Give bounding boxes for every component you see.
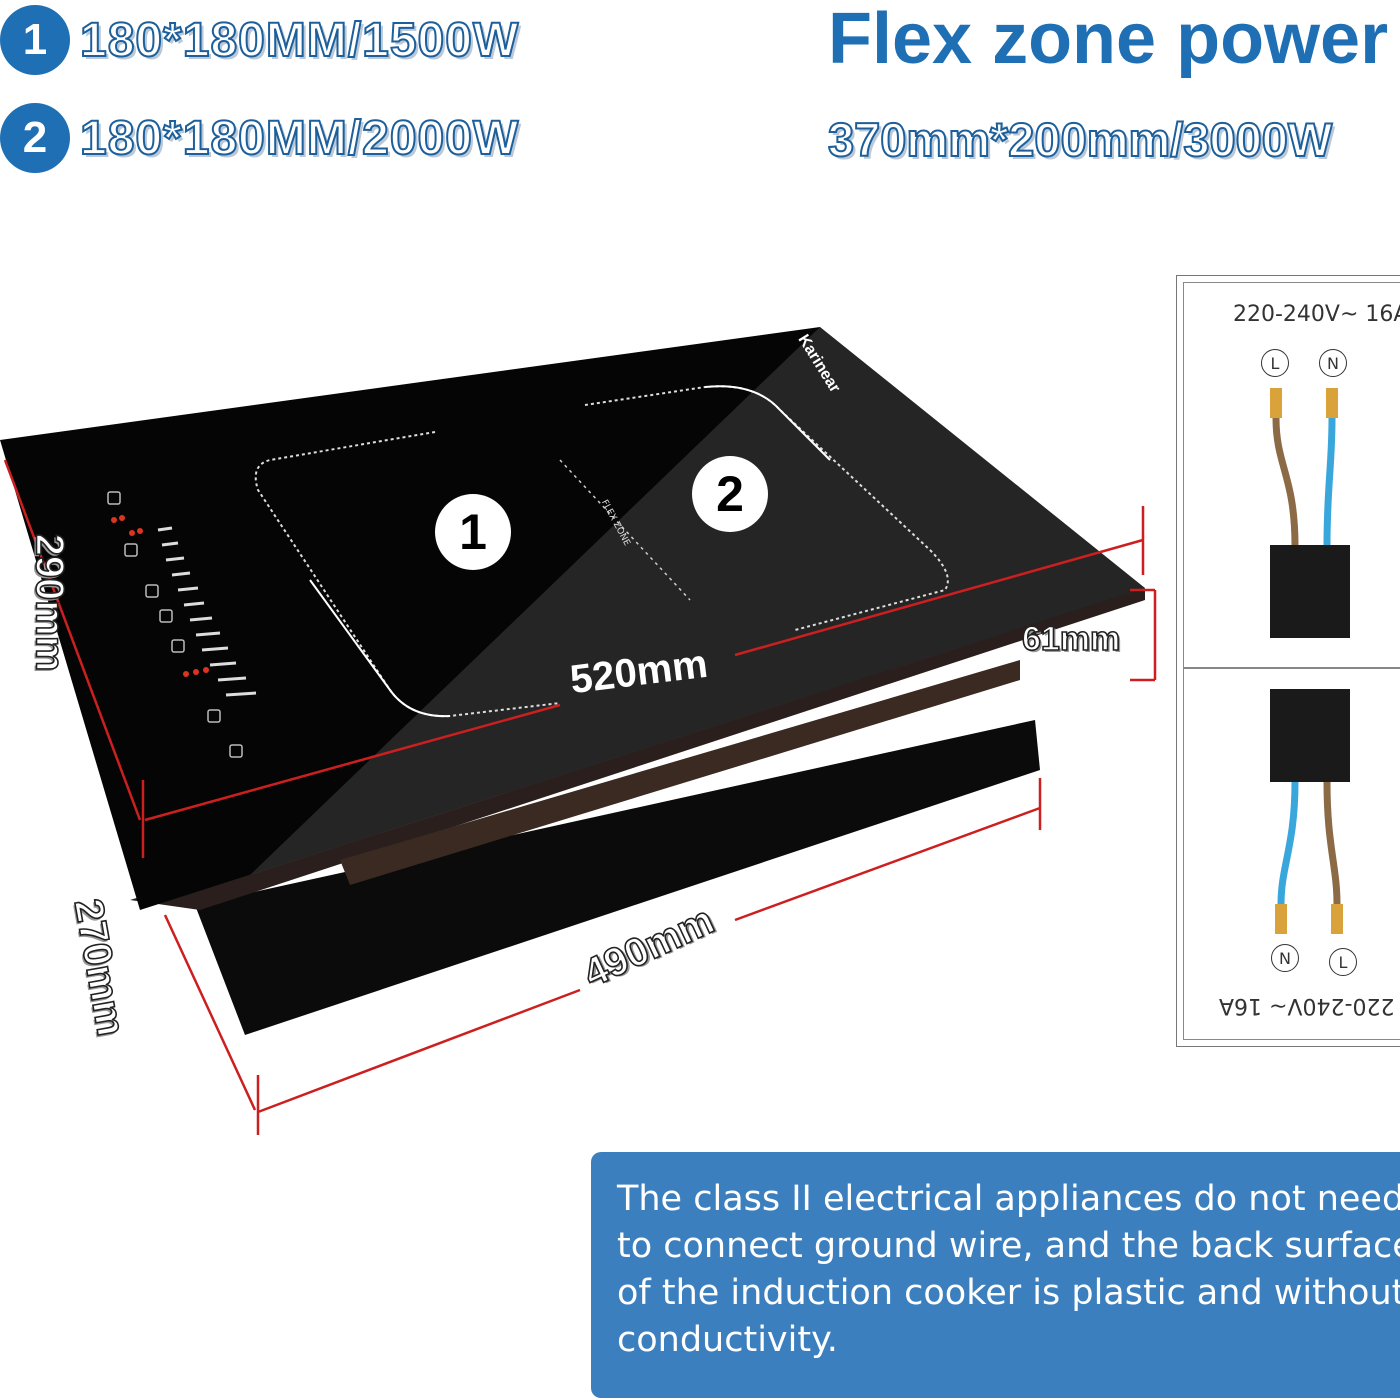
wire-tip — [1331, 904, 1343, 934]
zone-1-badge: 1 — [0, 5, 70, 75]
glass-top — [0, 327, 1145, 910]
zone-2-badge: 2 — [0, 103, 70, 173]
display-dot — [183, 671, 189, 677]
wire-tip — [1275, 904, 1287, 934]
zone-2-outline-solid — [704, 385, 831, 461]
voltage-label-top: 220-240V~ 16A — [1233, 302, 1400, 327]
dim-line-520-a — [144, 703, 561, 822]
slider-tick — [161, 541, 179, 547]
wiring-cables — [1270, 388, 1350, 934]
dim-line-490-a — [257, 988, 581, 1114]
brown-wire-bottom — [1323, 781, 1341, 905]
zone-2-spec-text: 180*180MM/2000W — [79, 111, 520, 166]
zone-1-spec-text: 180*180MM/1500W — [79, 13, 520, 68]
slider-tick — [209, 661, 237, 667]
dimension-61: 61mm — [1021, 619, 1121, 659]
wire-tip — [1270, 388, 1282, 418]
control-key-7 — [229, 744, 243, 758]
cooktop-base — [340, 660, 1020, 885]
slider-tick — [157, 526, 173, 532]
display-dot — [193, 669, 199, 675]
flex-zone-title: Flex zone power — [828, 0, 1389, 79]
dim-line-290 — [3, 459, 142, 821]
control-displays — [111, 515, 209, 677]
slider-tick — [225, 691, 257, 697]
display-dot — [203, 667, 209, 673]
power-slider — [157, 526, 257, 697]
zone-1-spec: 1 180*180MM/1500W — [0, 5, 519, 75]
voltage-label-bottom: 220-240V~ 16A — [1219, 993, 1395, 1018]
brown-wire-top — [1272, 417, 1299, 547]
wiring-diagram: 220-240V~ 16A L N N L 220-240V~ 16A — [1176, 275, 1400, 1047]
slider-tick — [195, 631, 221, 637]
dim-line-520-b — [734, 538, 1144, 657]
control-key-6 — [207, 709, 221, 723]
display-dot — [119, 515, 125, 521]
dimension-290: 290mm — [27, 533, 73, 672]
slider-tick — [171, 571, 191, 577]
display-dot — [129, 530, 135, 536]
control-panel — [107, 491, 243, 758]
control-key-4 — [159, 609, 173, 623]
terminal-l-bottom: L — [1329, 948, 1357, 976]
control-key-5 — [171, 639, 185, 653]
slider-tick — [217, 676, 247, 682]
control-key-3 — [145, 584, 159, 598]
blue-wire-top — [1323, 417, 1336, 547]
dim-line-270 — [163, 914, 257, 1111]
dim-line-490-b — [734, 806, 1041, 922]
blue-wire-bottom — [1277, 781, 1299, 905]
flex-zone-dims: 370mm*200mm/3000W — [827, 112, 1333, 167]
terminal-n-bottom: N — [1271, 944, 1299, 972]
slider-tick — [189, 616, 213, 622]
class-ii-note-text: The class II electrical appliances do no… — [617, 1179, 1400, 1360]
display-dot — [111, 517, 117, 523]
zone-1-outline-solid — [309, 579, 451, 718]
wiring-frame — [1183, 282, 1400, 1040]
plug-block-bottom — [1270, 689, 1350, 782]
zone-2-spec: 2 180*180MM/2000W — [0, 103, 519, 173]
zone-2-outline — [584, 385, 949, 631]
control-key-1 — [107, 491, 121, 505]
plug-block-top — [1270, 545, 1350, 638]
wire-tip — [1326, 388, 1338, 418]
wiring-divider — [1183, 667, 1400, 669]
control-key-2 — [124, 543, 138, 557]
slider-tick — [183, 601, 205, 607]
terminal-l-top: L — [1261, 349, 1289, 377]
zone-2-marker: 2 — [692, 456, 768, 532]
cutout-plate — [195, 720, 1040, 1035]
slider-tick — [165, 556, 185, 562]
slider-tick — [201, 646, 229, 652]
terminal-n-top: N — [1319, 349, 1347, 377]
slider-tick — [177, 586, 199, 592]
display-dot — [137, 528, 143, 534]
dimension-lines — [3, 459, 1157, 1135]
zone-1-marker: 1 — [435, 494, 511, 570]
class-ii-note: The class II electrical appliances do no… — [591, 1152, 1400, 1398]
glass-reflection — [250, 327, 1145, 875]
